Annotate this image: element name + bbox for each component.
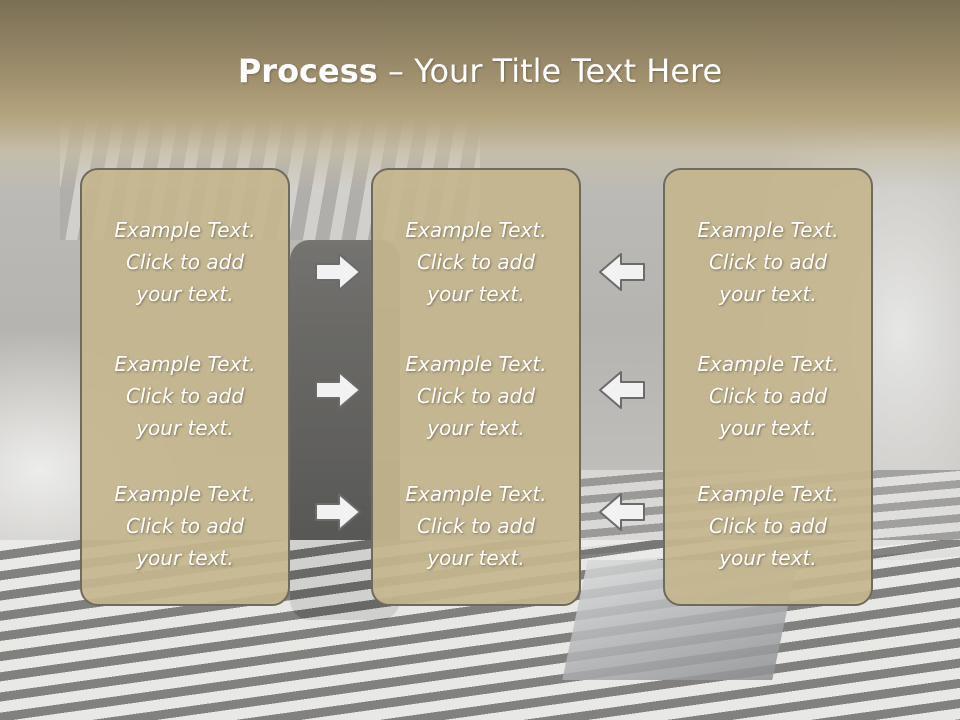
title-bold: Process [237, 52, 378, 90]
text-line: your text. [719, 282, 817, 306]
header-band [0, 0, 960, 190]
text-line: Example Text. [405, 482, 547, 506]
text-line: Click to add [125, 250, 245, 274]
text-line: your text. [427, 282, 525, 306]
right-arrow-icon [313, 491, 363, 533]
text-block[interactable]: Example Text. Click to add your text. [665, 348, 871, 444]
text-block[interactable]: Example Text. Click to add your text. [82, 348, 288, 444]
text-line: your text. [719, 416, 817, 440]
text-block[interactable]: Example Text. Click to add your text. [665, 214, 871, 310]
text-block[interactable]: Example Text. Click to add your text. [373, 478, 579, 574]
text-line: Click to add [416, 250, 536, 274]
text-line: Example Text. [114, 352, 256, 376]
left-arrow-icon [597, 369, 647, 411]
left-arrow-icon [597, 491, 647, 533]
text-line: Example Text. [697, 482, 839, 506]
text-line: Click to add [708, 384, 828, 408]
text-block[interactable]: Example Text. Click to add your text. [373, 348, 579, 444]
text-line: Click to add [125, 384, 245, 408]
right-arrow-icon [313, 369, 363, 411]
text-block[interactable]: Example Text. Click to add your text. [665, 478, 871, 574]
right-arrow-icon [313, 251, 363, 293]
text-line: Example Text. [697, 218, 839, 242]
text-line: your text. [719, 546, 817, 570]
text-line: your text. [136, 546, 234, 570]
text-line: your text. [136, 282, 234, 306]
text-block[interactable]: Example Text. Click to add your text. [82, 478, 288, 574]
text-line: Click to add [416, 384, 536, 408]
text-line: your text. [427, 416, 525, 440]
left-arrow-icon [597, 251, 647, 293]
text-block[interactable]: Example Text. Click to add your text. [82, 214, 288, 310]
text-line: Example Text. [405, 218, 547, 242]
text-line: Click to add [708, 250, 828, 274]
text-line: your text. [427, 546, 525, 570]
title-rest: – Your Title Text Here [377, 52, 723, 90]
right-column-panel: Example Text. Click to add your text. Ex… [663, 168, 873, 606]
text-line: Click to add [125, 514, 245, 538]
text-line: Click to add [708, 514, 828, 538]
center-column-panel: Example Text. Click to add your text. Ex… [371, 168, 581, 606]
text-line: Click to add [416, 514, 536, 538]
text-line: Example Text. [114, 482, 256, 506]
text-line: Example Text. [697, 352, 839, 376]
text-block[interactable]: Example Text. Click to add your text. [373, 214, 579, 310]
text-line: Example Text. [405, 352, 547, 376]
text-line: your text. [136, 416, 234, 440]
left-column-panel: Example Text. Click to add your text. Ex… [80, 168, 290, 606]
text-line: Example Text. [114, 218, 256, 242]
slide-title[interactable]: Process – Your Title Text Here [0, 52, 960, 90]
